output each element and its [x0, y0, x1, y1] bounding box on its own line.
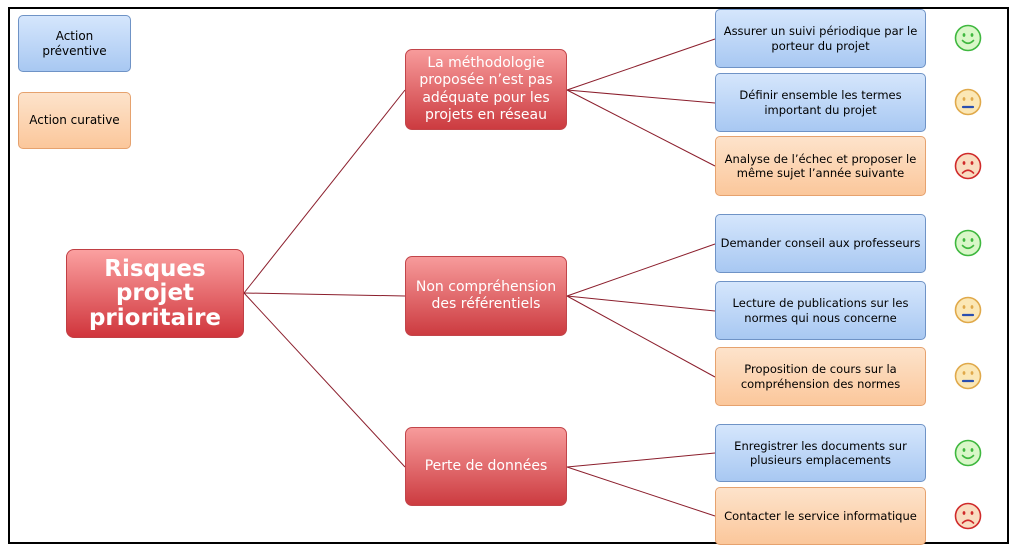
legend-curative-label: Action curative [29, 113, 120, 127]
connector-line [566, 89, 716, 167]
connector-line [566, 466, 716, 517]
legend-preventive: Action préventive [18, 15, 131, 72]
risk-node-label: Non compréhension des référentiels [415, 278, 557, 313]
status-smiley-icon [954, 439, 982, 467]
status-smiley-icon [954, 229, 982, 257]
status-smiley-icon [954, 296, 982, 324]
action-node-label: Proposition de cours sur la compréhensio… [740, 362, 901, 391]
connector-line [566, 89, 716, 104]
connector-line [566, 295, 716, 378]
connector-line [243, 292, 406, 297]
status-smiley-icon [954, 152, 982, 180]
connector-line [566, 243, 716, 297]
action-node: Analyse de l’échec et proposer le même s… [715, 136, 926, 196]
action-node-label: Assurer un suivi périodique par le porte… [723, 24, 918, 53]
connector-line [243, 89, 406, 294]
legend-preventive-label: Action préventive [42, 28, 107, 58]
risk-node-methodology: La méthodologie proposée n’est pas adéqu… [405, 49, 567, 130]
risk-node-label: La méthodologie proposée n’est pas adéqu… [419, 54, 553, 124]
action-node: Lecture de publications sur les normes q… [715, 281, 926, 340]
action-node: Proposition de cours sur la compréhensio… [715, 347, 926, 406]
risk-node-data-loss: Perte de données [405, 427, 567, 506]
action-node: Assurer un suivi périodique par le porte… [715, 9, 926, 68]
status-smiley-icon [954, 24, 982, 52]
action-node: Contacter le service informatique [715, 487, 926, 545]
root-node-label: Risques projet prioritaire [88, 256, 222, 331]
risk-node-label: Perte de données [424, 457, 548, 474]
status-smiley-icon [954, 88, 982, 116]
status-smiley-icon [954, 502, 982, 530]
action-node: Demander conseil aux professeurs [715, 214, 926, 273]
action-node-label: Contacter le service informatique [724, 508, 917, 523]
root-node: Risques projet prioritaire [66, 249, 244, 338]
legend-curative: Action curative [18, 92, 131, 149]
action-node-label: Lecture de publications sur les normes q… [732, 296, 909, 325]
action-node: Enregistrer les documents sur plusieurs … [715, 424, 926, 482]
connector-line [243, 292, 406, 468]
connector-line [566, 452, 716, 468]
risk-node-referentials: Non compréhension des référentiels [405, 256, 567, 336]
action-node-label: Enregistrer les documents sur plusieurs … [734, 438, 907, 467]
action-node-label: Définir ensemble les termes important du… [739, 88, 902, 117]
status-smiley-icon [954, 362, 982, 390]
action-node-label: Demander conseil aux professeurs [720, 236, 921, 251]
connector-line [566, 295, 716, 312]
action-node-label: Analyse de l’échec et proposer le même s… [724, 151, 917, 180]
connector-line [566, 38, 716, 91]
action-node: Définir ensemble les termes important du… [715, 73, 926, 132]
